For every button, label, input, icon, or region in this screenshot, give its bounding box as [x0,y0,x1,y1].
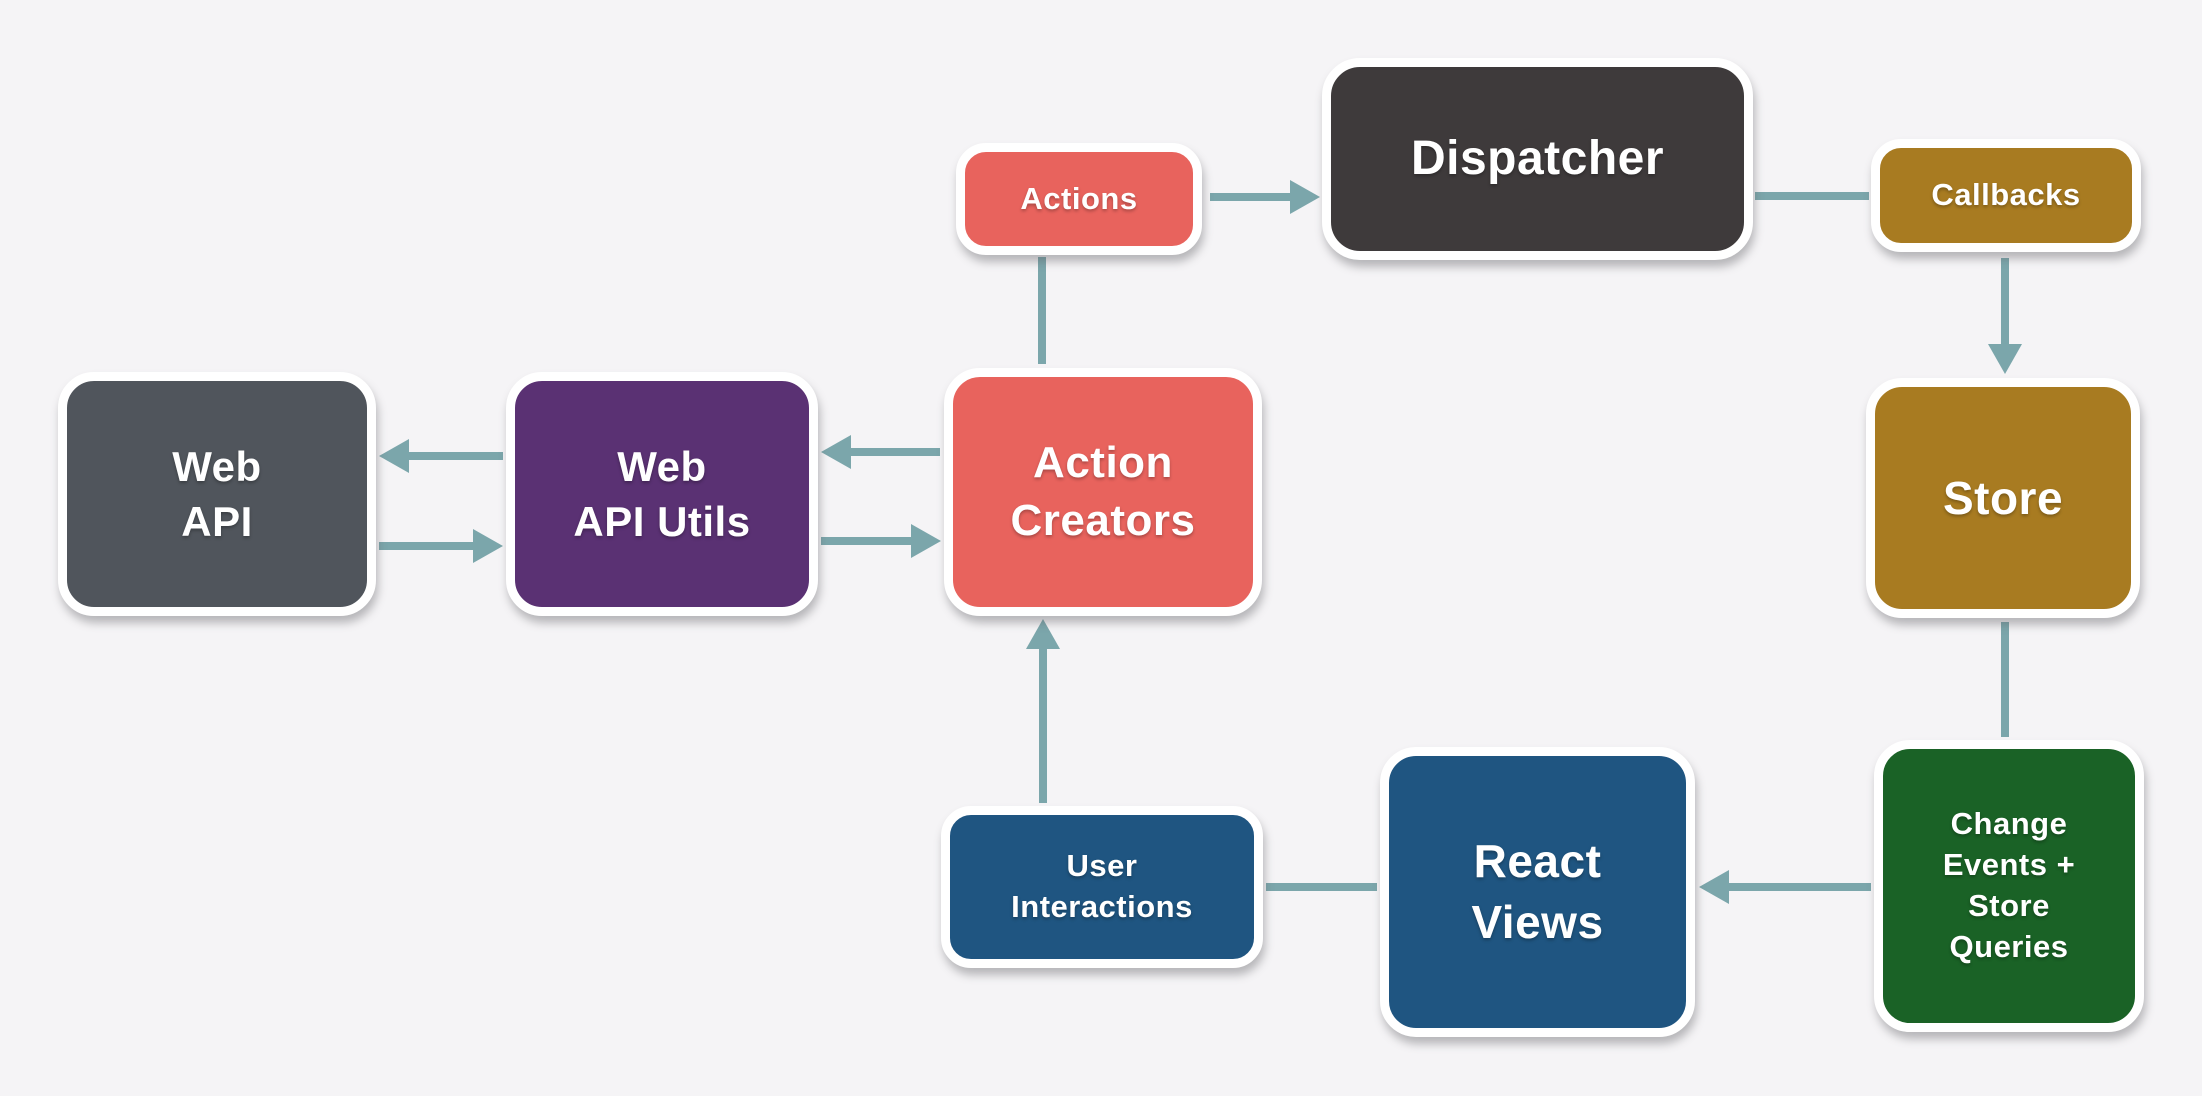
node-store: Store [1866,378,2140,618]
node-user-interactions: User Interactions [941,806,1263,968]
arrowhead-web-api-utils-to-action-creators [911,524,941,558]
node-web-api: Web API [58,372,376,616]
arrowhead-actions-to-dispatcher [1290,180,1320,214]
web-api-label: Web API [172,442,262,545]
arrowhead-user-interactions-to-action-creators [1026,619,1060,649]
node-dispatcher: Dispatcher [1322,58,1753,260]
edge-web-api-utils-to-action-creators [821,524,941,558]
edge-change-events-to-react-views [1699,870,1871,904]
edge-action-creators-to-web-api-utils [821,435,940,469]
arrowhead-web-api-utils-to-web-api [379,439,409,473]
edge-user-interactions-to-action-creators [1026,619,1060,803]
actions-label: Actions [1020,180,1138,216]
node-change-events: Change Events + Store Queries [1874,740,2144,1032]
arrowhead-change-events-to-react-views [1699,870,1729,904]
store-label: Store [1942,471,2064,524]
node-action-creators: Action Creators [944,368,1262,616]
callbacks-label: Callbacks [1931,177,2081,213]
edge-callbacks-to-store [1988,258,2022,374]
react-views-label: React Views [1471,835,1604,948]
action-creators-label: Action Creators [1010,437,1196,545]
arrowhead-callbacks-to-store [1988,344,2022,374]
edge-web-api-utils-to-web-api [379,439,503,473]
node-actions: Actions [956,143,1202,255]
edge-actions-to-dispatcher [1210,180,1320,214]
user-interactions-label: User Interactions [1011,848,1193,924]
node-react-views: React Views [1380,747,1695,1037]
dispatcher-label: Dispatcher [1410,132,1665,186]
arrowhead-action-creators-to-web-api-utils [821,435,851,469]
node-callbacks: Callbacks [1871,139,2141,252]
change-events-label: Change Events + Store Queries [1942,806,2076,964]
web-api-utils-label: Web API Utils [573,442,751,545]
node-web-api-utils: Web API Utils [506,372,818,616]
arrowhead-web-api-to-web-api-utils [473,529,503,563]
edge-web-api-to-web-api-utils [379,529,503,563]
